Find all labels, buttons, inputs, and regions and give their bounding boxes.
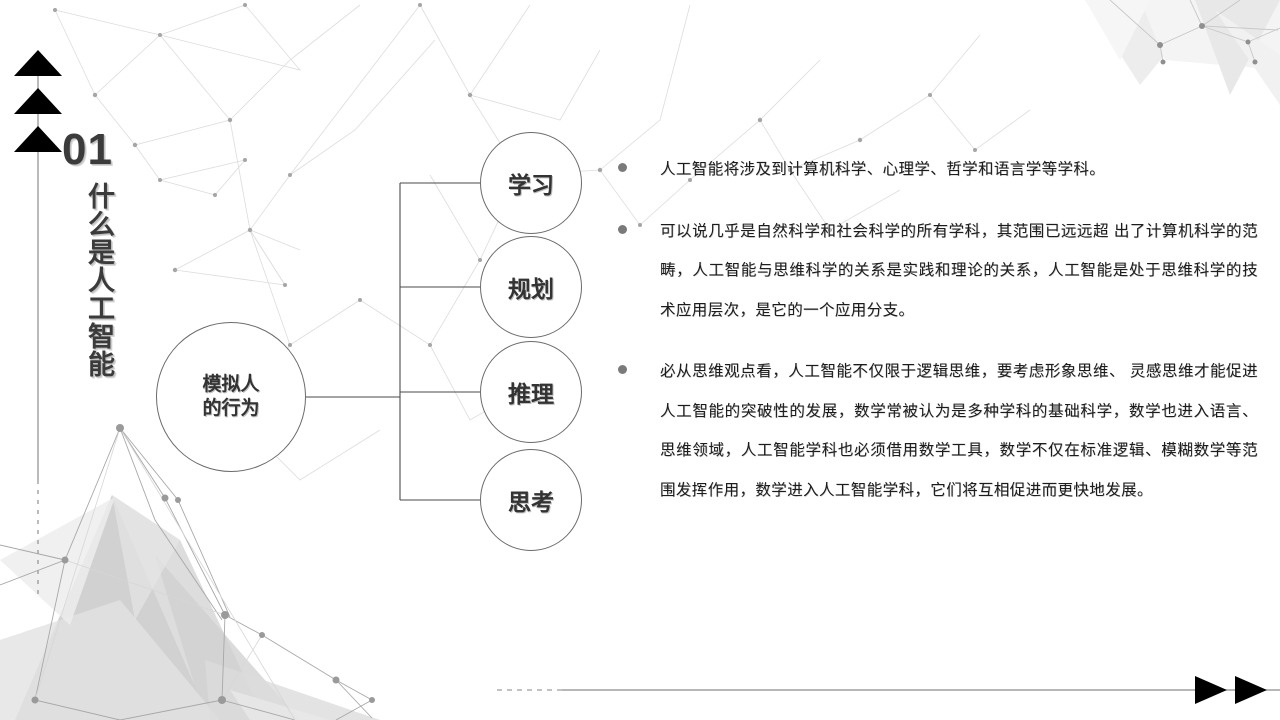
mindmap-diagram: 模拟人 的行为 学习 规划 推理 思考 <box>140 120 600 560</box>
triangle-arrow-up <box>14 50 62 152</box>
diagram-connectors <box>306 182 485 501</box>
left-arrow-rail <box>14 50 62 600</box>
list-item: 人工智能将涉及到计算机科学、心理学、哲学和语言学等学科。 <box>618 150 1258 190</box>
bullet-text: 可以说几乎是自然科学和社会科学的所有学科，其范围已远远超 出了计算机科学的范畴，… <box>660 222 1258 319</box>
diagram-node-planning[interactable]: 规划 <box>480 236 582 338</box>
center-node-line1: 模拟人 <box>202 374 260 396</box>
list-item: 必从思维观点看，人工智能不仅限于逻辑思维，要考虑形象思维、 灵感思维才能促进人工… <box>618 352 1258 510</box>
bullet-dot-icon <box>618 365 627 375</box>
triangle-arrow-right <box>1195 676 1267 704</box>
node-label: 推理 <box>508 381 554 407</box>
diagram-node-thinking[interactable]: 思考 <box>480 449 582 551</box>
section-number: 01 <box>62 125 113 174</box>
bullet-dot-icon <box>618 224 627 234</box>
footer-progress-line <box>497 676 1280 704</box>
diagram-node-learning[interactable]: 学习 <box>480 132 582 234</box>
node-label: 学习 <box>508 172 554 198</box>
bullet-dot-icon <box>618 163 627 172</box>
node-label: 思考 <box>508 489 554 515</box>
list-item: 可以说几乎是自然科学和社会科学的所有学科，其范围已远远超 出了计算机科学的范畴，… <box>618 212 1258 331</box>
page-title: 什么是人工智能 <box>84 182 114 378</box>
node-label: 规划 <box>508 276 554 302</box>
center-node-line2: 的行为 <box>202 398 260 419</box>
bullet-text: 必从思维观点看，人工智能不仅限于逻辑思维，要考虑形象思维、 灵感思维才能促进人工… <box>660 363 1258 499</box>
diagram-center-node[interactable]: 模拟人 的行为 <box>156 322 306 472</box>
bullet-text: 人工智能将涉及到计算机科学、心理学、哲学和语言学等学科。 <box>660 161 1106 178</box>
content-bullet-list: 人工智能将涉及到计算机科学、心理学、哲学和语言学等学科。 可以说几乎是自然科学和… <box>618 150 1258 532</box>
diagram-node-reasoning[interactable]: 推理 <box>480 341 582 443</box>
